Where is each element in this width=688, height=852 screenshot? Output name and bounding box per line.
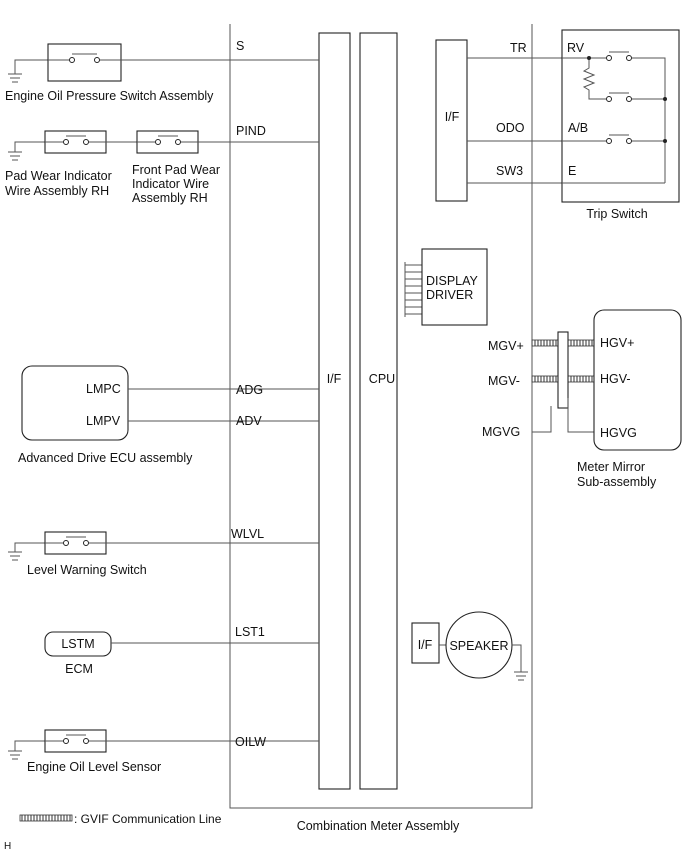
- terminal-lst1: LST1: [235, 625, 265, 639]
- terminal-sw3: SW3: [496, 164, 523, 178]
- terminal-adv: ADV: [236, 414, 262, 428]
- level-warning-label: Level Warning Switch: [27, 563, 147, 577]
- level-warning-switch: [8, 531, 319, 561]
- display-driver-line1: DISPLAY: [426, 274, 479, 288]
- gvif-legend-label: : GVIF Communication Line: [74, 812, 222, 826]
- adv-ecu-label: Advanced Drive ECU assembly: [18, 451, 193, 465]
- ecm-label: ECM: [65, 662, 93, 676]
- oil-pressure-switch: [8, 43, 319, 83]
- if-speaker-label: I/F: [418, 638, 433, 652]
- if-bus-left: [318, 32, 351, 790]
- e-label: E: [568, 164, 576, 178]
- terminal-oilw: OILW: [235, 735, 266, 749]
- mirror-label-2: Sub-assembly: [577, 475, 657, 489]
- pad-wear-rh-label-1: Pad Wear Indicator: [5, 169, 112, 183]
- terminal-adg: ADG: [236, 383, 263, 397]
- if-trip-block: [435, 39, 468, 202]
- lstm-label: LSTM: [61, 637, 94, 651]
- cpu-block: [359, 32, 398, 790]
- trip-switch: RV A/B E: [467, 29, 680, 203]
- lmpc-label: LMPC: [86, 382, 121, 396]
- terminal-wlvl: WLVL: [231, 527, 264, 541]
- trip-switch-label: Trip Switch: [586, 207, 647, 221]
- pad-wear-rh-label-2: Wire Assembly RH: [5, 184, 109, 198]
- figure-code: H: [4, 841, 11, 852]
- if-bus-left-label: I/F: [327, 372, 342, 386]
- display-driver: DISPLAY DRIVER: [404, 248, 488, 326]
- speaker-section: I/F SPEAKER: [411, 611, 528, 681]
- adv-ecu: LMPC LMPV: [21, 365, 319, 441]
- front-pad-wear-label-3: Assembly RH: [132, 191, 208, 205]
- if-trip-label: I/F: [445, 110, 460, 124]
- oil-pressure-switch-label: Engine Oil Pressure Switch Assembly: [5, 89, 214, 103]
- gvif-legend-swatch: [19, 814, 73, 822]
- oil-level-sensor-label: Engine Oil Level Sensor: [27, 760, 161, 774]
- terminal-mgvg: MGVG: [482, 425, 520, 439]
- terminal-mgv-plus: MGV+: [488, 339, 524, 353]
- terminal-mgv-minus: MGV-: [488, 374, 520, 388]
- front-pad-wear-label-2: Indicator Wire: [132, 177, 209, 191]
- speaker-label: SPEAKER: [449, 639, 508, 653]
- display-driver-line2: DRIVER: [426, 288, 473, 302]
- meter-title: Combination Meter Assembly: [297, 819, 460, 833]
- ecm: LSTM: [44, 631, 319, 657]
- front-pad-wear-label-1: Front Pad Wear: [132, 163, 220, 177]
- terminal-s: S: [236, 39, 244, 53]
- hgvg-label: HGVG: [600, 426, 637, 440]
- ab-label: A/B: [568, 121, 588, 135]
- terminal-odo: ODO: [496, 121, 525, 135]
- terminal-pind: PIND: [236, 124, 266, 138]
- cpu-label: CPU: [369, 372, 395, 386]
- meter-mirror: HGV+ HGV- HGVG: [531, 309, 682, 451]
- meter-outline: [229, 24, 533, 809]
- rv-label: RV: [567, 41, 585, 55]
- hgv-plus-label: HGV+: [600, 336, 634, 350]
- oil-level-sensor: [8, 729, 319, 760]
- hgv-minus-label: HGV-: [600, 372, 631, 386]
- pad-wear-wires: [8, 130, 319, 161]
- lmpv-label: LMPV: [86, 414, 121, 428]
- mirror-label-1: Meter Mirror: [577, 460, 645, 474]
- terminal-tr: TR: [510, 41, 527, 55]
